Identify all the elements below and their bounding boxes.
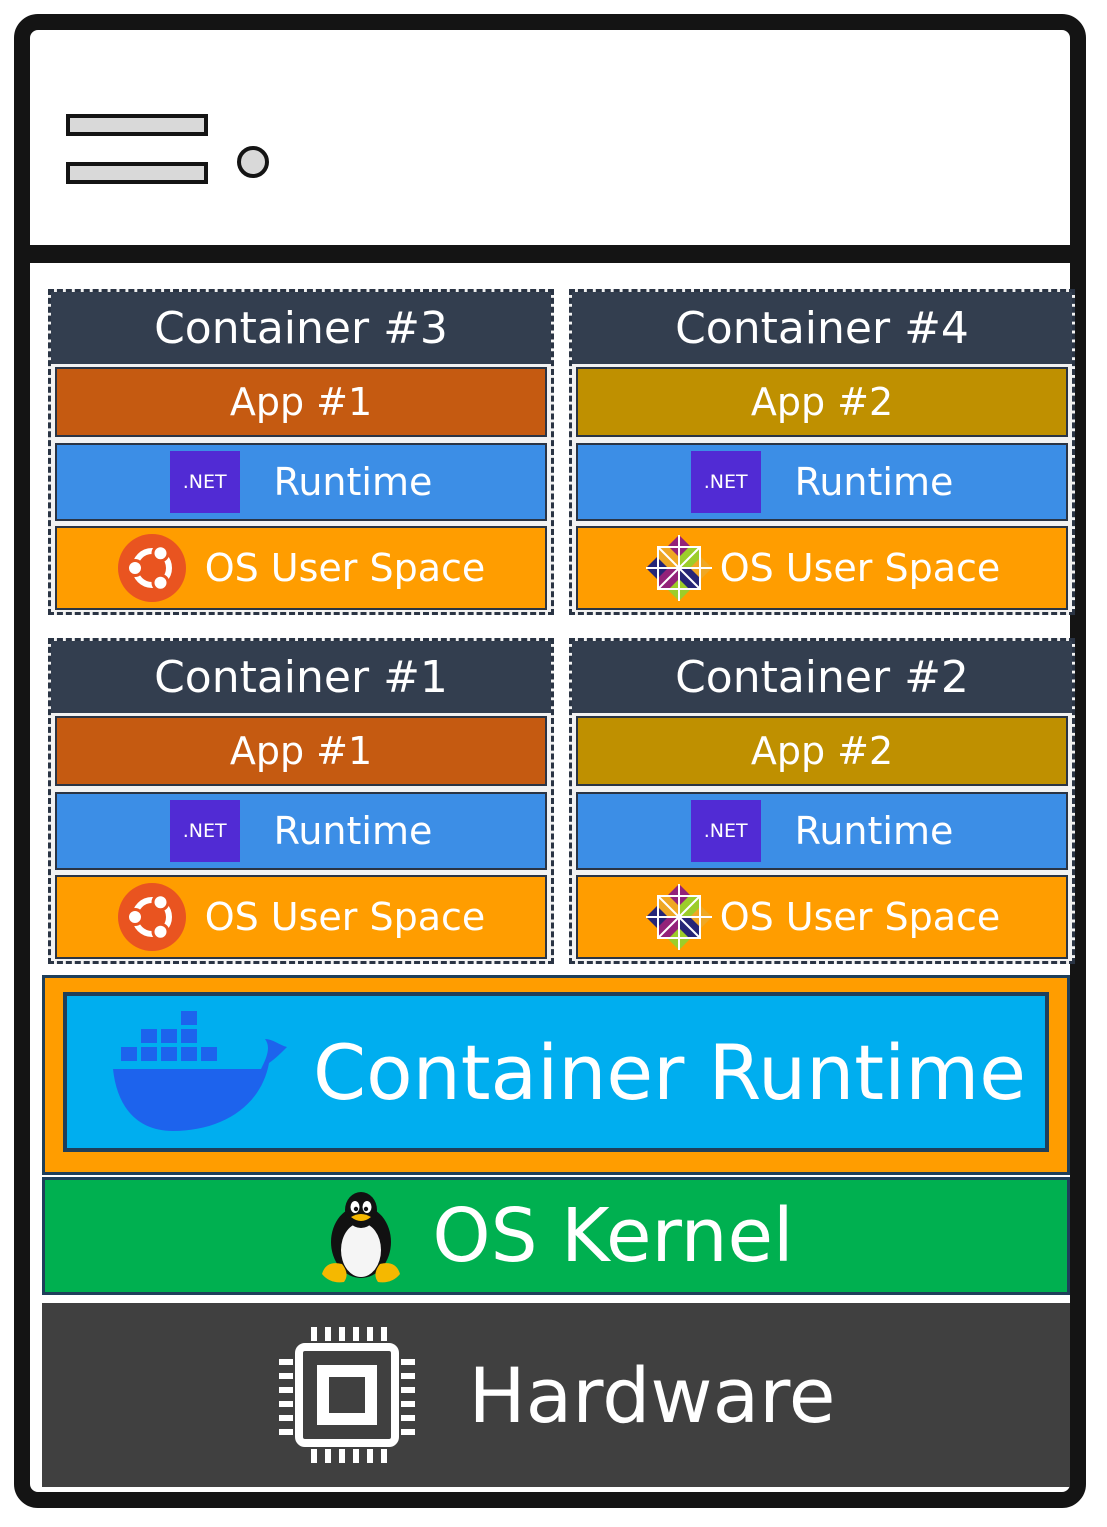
app-layer: App #1: [55, 367, 547, 437]
dotnet-icon: .NET: [169, 451, 240, 513]
centos-icon: [644, 534, 713, 602]
drive-bay-slot: [66, 162, 208, 184]
os-kernel-label: OS Kernel: [432, 1193, 794, 1279]
container-title: Container #4: [572, 292, 1072, 364]
tux-penguin-icon: [322, 1192, 401, 1283]
runtime-label: Runtime: [273, 460, 433, 504]
container-title: Container #3: [51, 292, 551, 364]
container-runtime-layer: Container Runtime: [63, 992, 1049, 1152]
os-user-space-layer: OS User Space: [576, 875, 1068, 959]
runtime-layer: .NET Runtime: [576, 792, 1068, 870]
os-user-space-layer: OS User Space: [55, 875, 547, 959]
app-layer: App #2: [576, 716, 1068, 786]
dotnet-icon: .NET: [690, 800, 761, 862]
os-user-space-label: OS User Space: [204, 895, 486, 939]
hardware-label: Hardware: [468, 1350, 836, 1440]
cpu-chip-icon: [278, 1327, 415, 1463]
docker-whale-icon: [113, 1011, 287, 1131]
power-led-icon: [237, 146, 269, 178]
os-kernel-layer: OS Kernel: [42, 1177, 1070, 1295]
container-runtime-label: Container Runtime: [313, 1027, 1026, 1117]
runtime-layer: .NET Runtime: [576, 443, 1068, 521]
app-layer: App #1: [55, 716, 547, 786]
container-1: Container #1 App #1 .NET Runtime OS User…: [48, 638, 554, 964]
runtime-label: Runtime: [794, 809, 954, 853]
os-user-space-layer: OS User Space: [55, 526, 547, 610]
container-runtime-frame: Container Runtime: [42, 975, 1070, 1175]
container-title: Container #1: [51, 641, 551, 713]
runtime-label: Runtime: [794, 460, 954, 504]
ubuntu-icon: [117, 882, 187, 952]
container-title: Container #2: [572, 641, 1072, 713]
hardware-layer: Hardware: [42, 1303, 1070, 1487]
dotnet-icon: .NET: [169, 800, 240, 862]
drive-bay-slot: [66, 114, 208, 136]
runtime-layer: .NET Runtime: [55, 792, 547, 870]
container-2: Container #2 App #2 .NET Runtime OS User…: [569, 638, 1075, 964]
os-user-space-label: OS User Space: [204, 546, 486, 590]
app-layer: App #2: [576, 367, 1068, 437]
os-user-space-label: OS User Space: [719, 546, 1001, 590]
os-user-space-layer: OS User Space: [576, 526, 1068, 610]
runtime-label: Runtime: [273, 809, 433, 853]
os-user-space-label: OS User Space: [719, 895, 1001, 939]
runtime-layer: .NET Runtime: [55, 443, 547, 521]
container-3: Container #3 App #1 .NET Runtime OS User…: [48, 289, 554, 615]
ubuntu-icon: [117, 533, 187, 603]
container-4: Container #4 App #2 .NET Runtime OS User…: [569, 289, 1075, 615]
dotnet-icon: .NET: [690, 451, 761, 513]
chassis-divider: [30, 245, 1082, 263]
centos-icon: [644, 883, 713, 951]
